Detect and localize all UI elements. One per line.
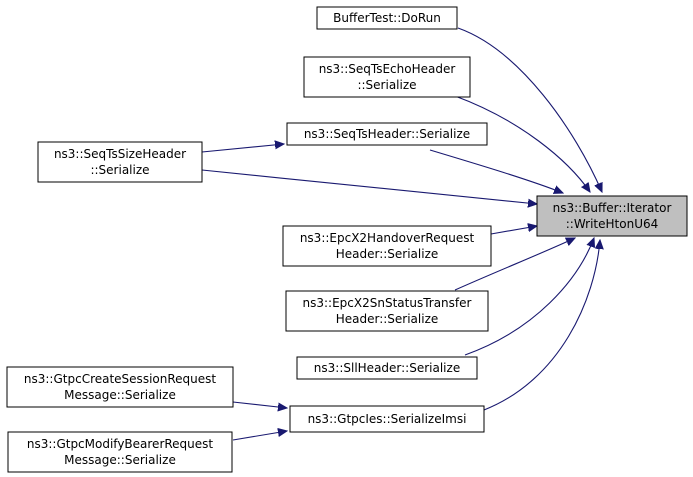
node-label: ns3::SllHeader::Serialize xyxy=(314,361,460,375)
node-label: BufferTest::DoRun xyxy=(333,11,441,25)
node-seqtssizeheader-serialize[interactable]: ns3::SeqTsSizeHeader ::Serialize xyxy=(37,141,203,183)
edge-gtpcies-serializeimsi xyxy=(483,240,600,411)
node-gtpcies-serializeimsi[interactable]: ns3::GtpcIes::SerializeImsi xyxy=(289,405,485,433)
node-label-line-2: Message::Serialize xyxy=(64,388,176,402)
node-box xyxy=(37,141,203,183)
node-label-line-1: ns3::EpcX2SnStatusTransfer xyxy=(303,296,472,310)
node-box xyxy=(6,366,234,408)
edge-buffertest-dorun xyxy=(457,27,602,192)
node-box xyxy=(536,195,688,237)
node-label-line-2: ::Serialize xyxy=(357,78,416,92)
node-box xyxy=(303,56,471,98)
node-label-line-1: ns3::EpcX2HandoverRequest xyxy=(300,231,475,245)
node-gtpccreatesessionrequestmessage-serialize[interactable]: ns3::GtpcCreateSessionRequest Message::S… xyxy=(6,366,234,408)
node-label-line-2: Message::Serialize xyxy=(64,453,176,467)
edge-epcx2snstatustransferheader-serialize xyxy=(454,238,575,291)
node-box xyxy=(285,290,489,332)
node-label-line-1: ns3::SeqTsEchoHeader xyxy=(319,62,456,76)
node-seqtsheader-serialize[interactable]: ns3::SeqTsHeader::Serialize xyxy=(286,122,488,146)
edge-gtpccreatesessionrequest-to-serializeimsi xyxy=(232,401,287,408)
node-box xyxy=(7,431,233,473)
node-box xyxy=(282,225,492,267)
node-label: ns3::GtpcIes::SerializeImsi xyxy=(308,412,467,426)
node-sllheader-serialize[interactable]: ns3::SllHeader::Serialize xyxy=(296,356,478,380)
edge-seqtsechoheader-serialize xyxy=(454,95,590,192)
node-label-line-1: ns3::Buffer::Iterator xyxy=(553,201,672,215)
node-box xyxy=(316,6,458,30)
node-epcx2handoverrequestheader-serialize[interactable]: ns3::EpcX2HandoverRequest Header::Serial… xyxy=(282,225,492,267)
edges xyxy=(201,27,602,441)
node-label-line-2: ::WriteHtonU64 xyxy=(566,217,659,231)
node-label: ns3::SeqTsHeader::Serialize xyxy=(304,127,470,141)
node-focus-buffer-iterator-writehtonu64[interactable]: ns3::Buffer::Iterator ::WriteHtonU64 xyxy=(536,195,688,237)
edge-gtpcmodifybearerrequest-to-serializeimsi xyxy=(232,431,287,441)
node-buffertest-dorun[interactable]: BufferTest::DoRun xyxy=(316,6,458,30)
node-box xyxy=(289,405,485,433)
node-label-line-2: Header::Serialize xyxy=(336,247,439,261)
node-label-line-2: ::Serialize xyxy=(90,163,149,177)
edge-seqtssizeheader-to-focus xyxy=(201,169,537,204)
node-label-line-2: Header::Serialize xyxy=(336,312,439,326)
node-gtpcmodifybearerrequestmessage-serialize[interactable]: ns3::GtpcModifyBearerRequest Message::Se… xyxy=(7,431,233,473)
node-label-line-1: ns3::SeqTsSizeHeader xyxy=(54,147,186,161)
node-box xyxy=(286,122,488,146)
node-label-line-1: ns3::GtpcCreateSessionRequest xyxy=(24,372,216,386)
node-label-line-1: ns3::GtpcModifyBearerRequest xyxy=(27,437,214,451)
edge-seqtssizeheader-to-seqtsheader xyxy=(201,144,284,153)
edge-sllheader-serialize xyxy=(464,238,594,356)
node-epcx2snstatustransferheader-serialize[interactable]: ns3::EpcX2SnStatusTransfer Header::Seria… xyxy=(285,290,489,332)
node-box xyxy=(296,356,478,380)
edge-seqtsheader-serialize xyxy=(429,149,563,193)
node-seqtsechoheader-serialize[interactable]: ns3::SeqTsEchoHeader ::Serialize xyxy=(303,56,471,98)
edge-epcx2handoverrequestheader-serialize xyxy=(490,226,537,235)
